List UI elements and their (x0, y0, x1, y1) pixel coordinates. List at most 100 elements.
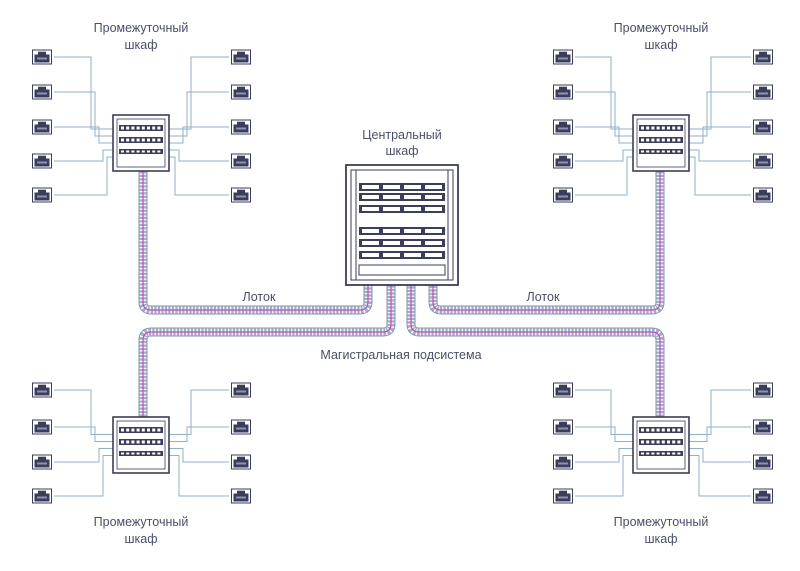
patch-port (136, 126, 140, 130)
network-outlet-icon (231, 84, 251, 100)
cabinets (112, 114, 690, 474)
central-patch-port (383, 195, 400, 199)
central-patch-panel (359, 239, 445, 247)
patch-port (152, 126, 156, 130)
central-patch-port (425, 229, 442, 233)
patch-port (661, 150, 665, 153)
patch-port (651, 428, 655, 432)
cabinet-inner-frame (116, 420, 166, 470)
central-patch-port (404, 229, 421, 233)
network-outlet-icon (753, 454, 773, 470)
patch-port (147, 452, 150, 455)
horizontal-cable (169, 455, 229, 497)
cable-tray (428, 170, 665, 315)
network-outlet-icon (231, 187, 251, 203)
network-outlet-icon (231, 488, 251, 504)
network-outlet-icon (32, 84, 52, 100)
network-outlet-icon (32, 382, 52, 398)
patch-port (667, 440, 670, 444)
cabinet-label-bottom-right-line1: Промежуточный (614, 515, 709, 529)
patch-port (141, 452, 145, 455)
cable-tray (138, 170, 373, 315)
network-outlet-icon (553, 187, 573, 203)
patch-port (651, 440, 655, 444)
network-outlet-icon (753, 153, 773, 169)
horizontal-cable (54, 126, 113, 144)
patch-panel (639, 149, 683, 154)
network-outlet-icon (553, 153, 573, 169)
patch-panel (639, 125, 683, 131)
central-cabinet-label-line2: шкаф (385, 144, 418, 158)
patch-port (121, 428, 124, 432)
patch-port (646, 150, 650, 153)
patch-port (131, 150, 135, 153)
network-outlet-icon (32, 488, 52, 504)
patch-port (141, 428, 145, 432)
patch-port (646, 440, 650, 444)
patch-port (141, 150, 145, 153)
central-patch-port (362, 207, 379, 211)
backbone-cable (432, 170, 661, 311)
central-patch-port (362, 229, 379, 233)
central-patch-port (362, 253, 379, 257)
network-outlet-icon (553, 382, 573, 398)
central-patch-port (362, 241, 379, 245)
intermediate-cabinet-bottom-right (632, 416, 690, 474)
cabinet-label-bottom-left-line2: шкаф (124, 532, 157, 546)
network-outlet-icon (32, 187, 52, 203)
cabinet-label-top-right-line2: шкаф (644, 38, 677, 52)
patch-port (141, 440, 145, 444)
patch-port (656, 452, 660, 455)
network-outlet-icon (753, 187, 773, 203)
network-outlet-icon (753, 84, 773, 100)
network-outlet-icon (32, 153, 52, 169)
patch-port (152, 440, 156, 444)
central-patch-port (383, 229, 400, 233)
patch-port (131, 126, 135, 130)
central-patch-port (425, 253, 442, 257)
patch-port (656, 440, 660, 444)
central-cabinet-inner-frame (350, 169, 454, 281)
central-patch-panel (359, 251, 445, 259)
patch-port (126, 428, 130, 432)
patch-port (121, 126, 124, 130)
patch-port (152, 138, 156, 142)
network-outlet-icon (231, 119, 251, 135)
network-outlet-icon (753, 119, 773, 135)
patch-port (646, 428, 650, 432)
horizontal-cable (689, 448, 751, 463)
intermediate-cabinet-bottom-left (112, 416, 170, 474)
network-outlet-icon (553, 419, 573, 435)
central-patch-port (383, 253, 400, 257)
patch-port (121, 452, 124, 455)
patch-port (677, 126, 681, 130)
backbone-cable (142, 285, 392, 418)
central-patch-panel (359, 183, 445, 191)
network-outlet-icon (32, 454, 52, 470)
patch-panel (119, 149, 163, 154)
cabinet-label-bottom-right-line2: шкаф (644, 532, 677, 546)
patch-port (136, 428, 140, 432)
network-outlet-icon (32, 419, 52, 435)
patch-port (641, 452, 644, 455)
patch-port (641, 150, 644, 153)
central-patch-port (425, 241, 442, 245)
horizontal-cable (575, 389, 633, 435)
patch-port (147, 138, 150, 142)
network-outlet-icon (32, 49, 52, 65)
patch-port (672, 150, 676, 153)
patch-port (157, 452, 161, 455)
horizontal-cable (54, 91, 113, 137)
patch-port (656, 126, 660, 130)
patch-port (651, 150, 655, 153)
horizontal-cable (689, 126, 751, 144)
horizontal-cable (575, 149, 633, 162)
patch-port (646, 452, 650, 455)
patch-port (672, 126, 676, 130)
horizontal-cable (54, 156, 113, 196)
network-outlet-icon (753, 49, 773, 65)
patch-port (672, 452, 676, 455)
central-patch-port (362, 185, 379, 189)
patch-port (126, 452, 130, 455)
